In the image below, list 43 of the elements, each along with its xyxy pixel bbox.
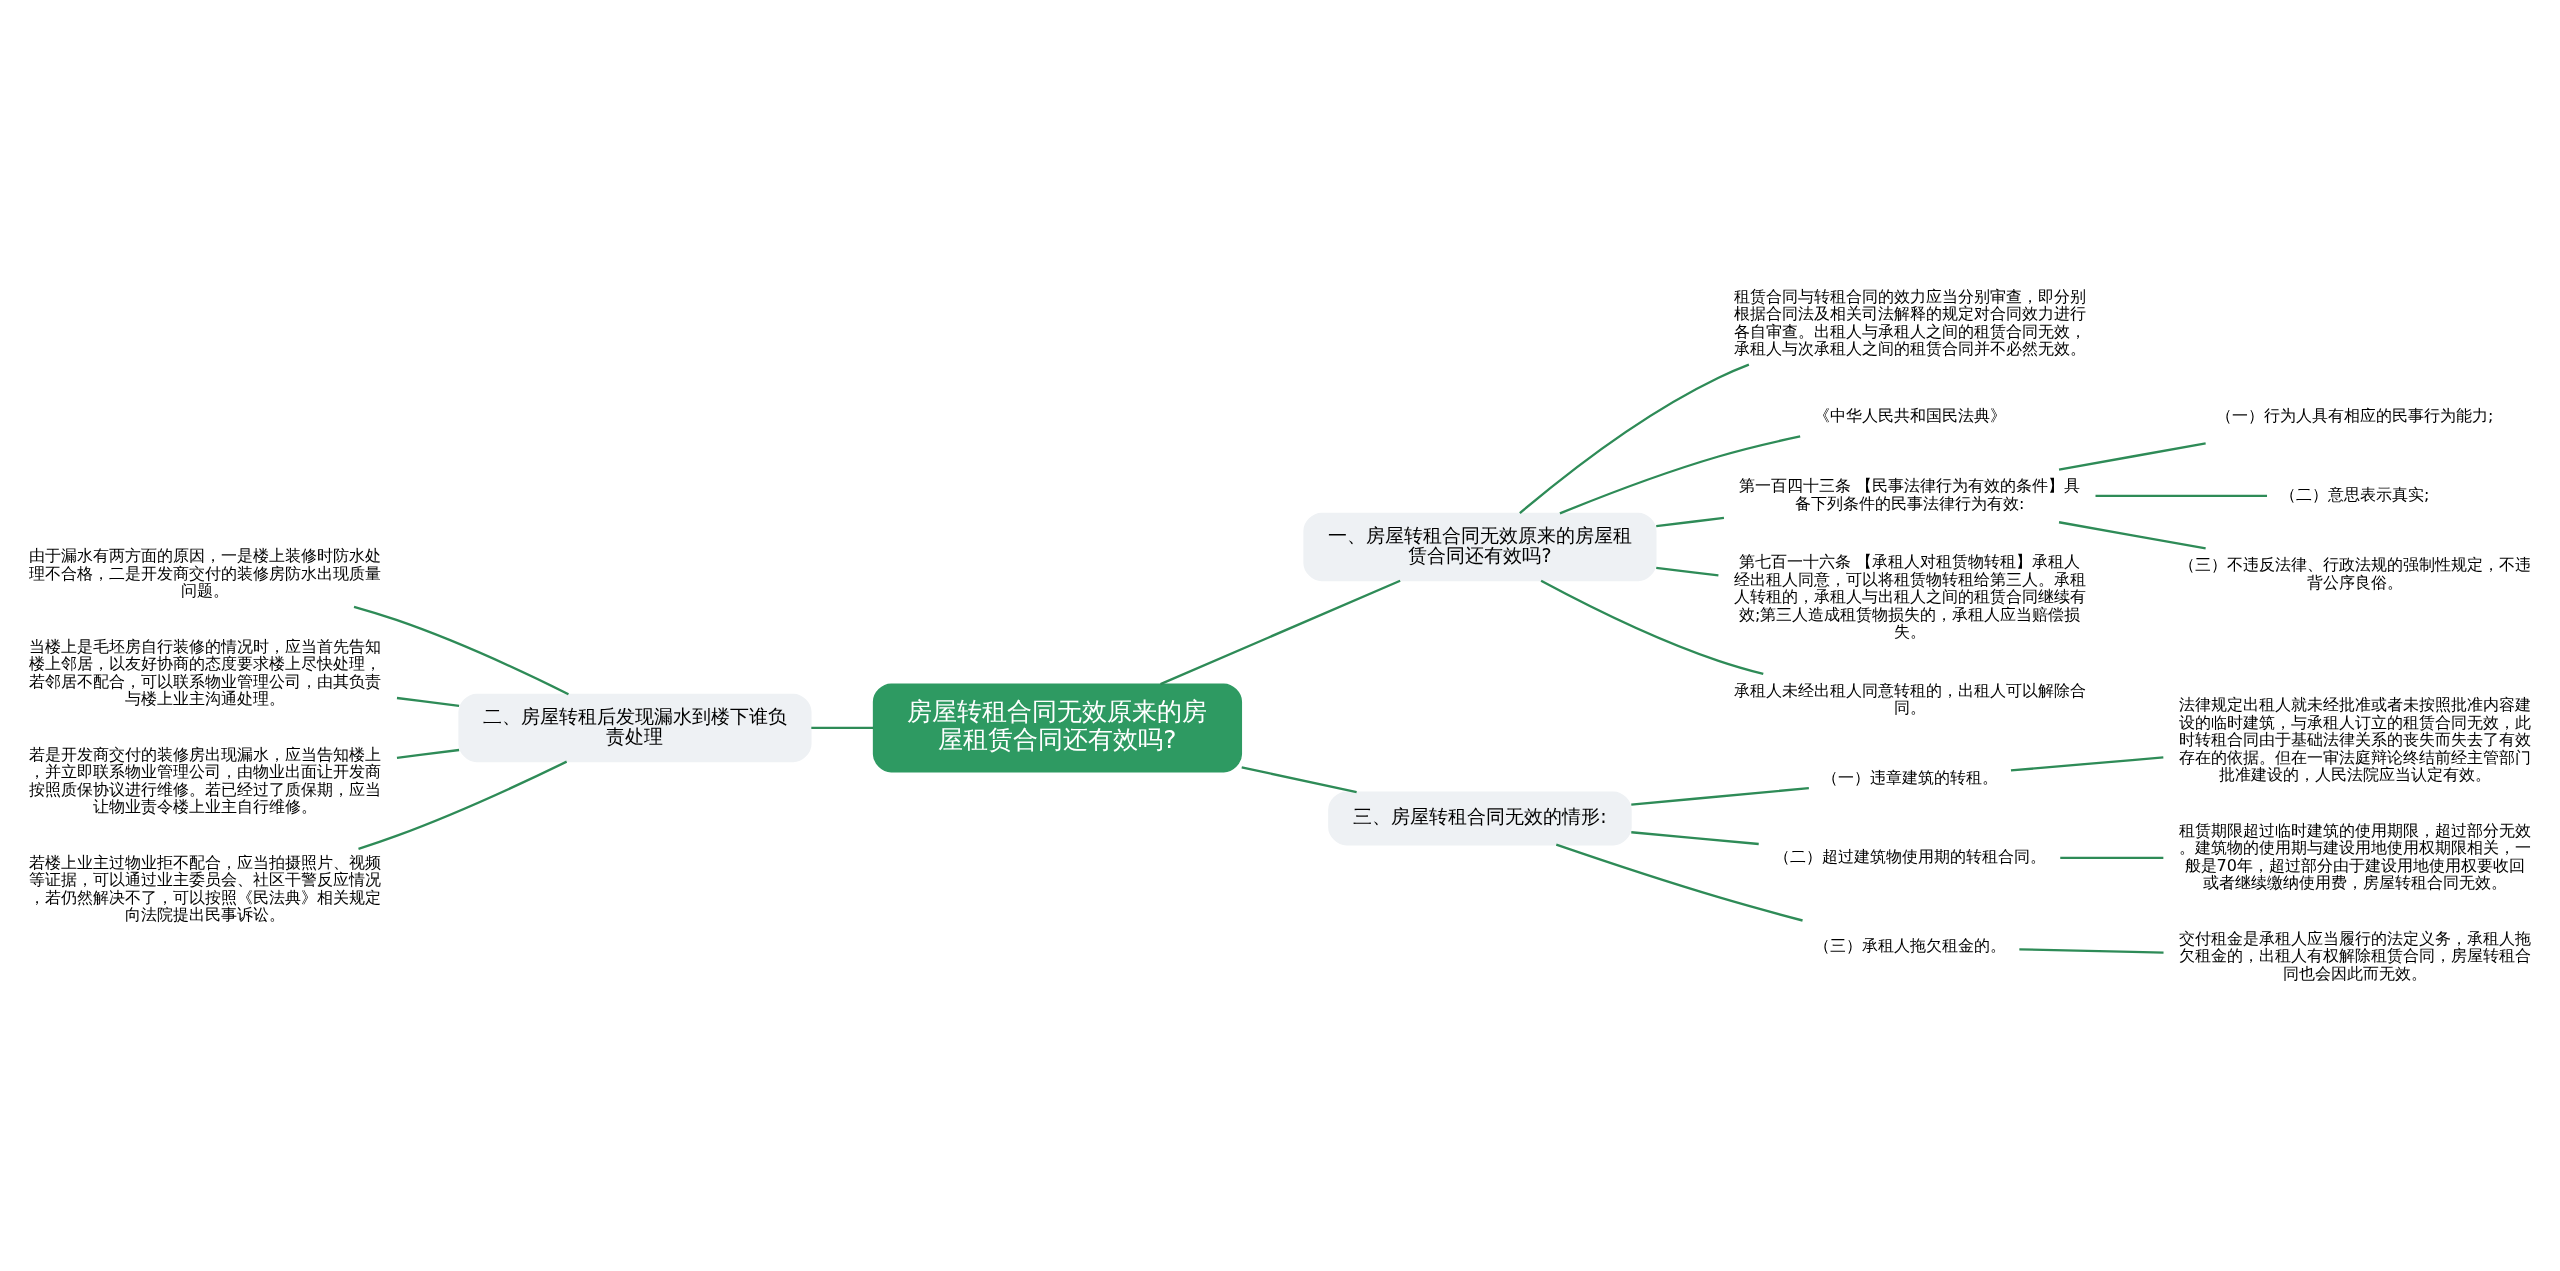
node-text: 法律规定出租人就未经批准或者未按照批准内容建设的临时建筑，与承租人订立的租赁合同无效，此时转租合同由于基础法律关系的丧失而失去了有效存在的依据。但在一审法庭辩论终结前经主管部门批准建设的，人民法院应当认定有效。 xyxy=(2178,694,2531,784)
node-text: 承租人未经出租人同意转租的，出租人可以解除合同。 xyxy=(1733,680,2086,717)
node-text: 交付租金是承租人应当履行的法定义务，承租人拖欠租金的，出租人有权解除租赁合同，房屋转租合同也会因此而无效。 xyxy=(2178,928,2531,983)
connector xyxy=(353,605,569,695)
node-text: （三）承租人拖欠租金的。 xyxy=(1813,935,2006,955)
node-text: 若楼上业主过物业拒不配合，应当拍摄照片、视频等证据，可以通过业主委员会、社区干警反应情况，若仍然解决不了，可以按照《民法典》相关规定向法院提出民事诉讼。 xyxy=(29,852,382,924)
connector xyxy=(811,726,874,729)
node-text: 《中华人民共和国民法典》 xyxy=(1813,405,2006,425)
node-text: （二）超过建筑物使用期的转租合同。 xyxy=(1773,846,2046,866)
connector xyxy=(1241,765,1357,793)
node-box: 房屋转租合同无效原来的房屋租赁合同还有效吗? xyxy=(872,682,1243,772)
connector xyxy=(396,748,460,759)
node-text: 当楼上是毛坯房自行装修的情况时，应当首先告知楼上邻居，以友好协商的态度要求楼上尽快处理，若邻居不配合，可以联系物业管理公司，由其负责与楼上业主沟通处理。 xyxy=(29,636,382,708)
node-text: （一）违章建筑的转租。 xyxy=(1821,767,1998,787)
node-text: 租赁合同与转租合同的效力应当分别审查，即分别根据合同法及相关司法解释的规定对合同效力进行各自审查。出租人与承租人之间的租赁合同无效，承租人与次承租人之间的租赁合同并不必然无效。 xyxy=(1733,286,2086,358)
connector xyxy=(2019,947,2164,954)
connector xyxy=(2095,494,2267,497)
node-box: 三、房屋转租合同无效的情形: xyxy=(1328,790,1632,845)
connector xyxy=(1555,843,1803,922)
node-text: 第七百一十六条 【承租人对租赁物转租】承租人经出租人同意，可以将租赁物转租给第三人。承租人转租的，承租人与出租人之间的租赁合同继续有效;第三人造成租赁物损失的，承租人应当赔偿损失。 xyxy=(1733,551,2086,641)
connector xyxy=(358,760,568,850)
node-box: 二、房屋转租后发现漏水到楼下谁负责处理 xyxy=(458,693,812,762)
connector xyxy=(2058,441,2206,471)
node-text: 第一百四十三条 【民事法律行为有效的条件】具备下列条件的民事法律行为有效: xyxy=(1739,475,2081,513)
node-text: 若是开发商交付的装修房出现漏水，应当告知楼上，并立即联系物业管理公司，由物业出面让开发商按照质保协议进行维修。若已经过了质保期，应当让物业责令楼上业主自行维修。 xyxy=(29,744,382,816)
connector xyxy=(1160,579,1401,685)
connector xyxy=(2010,755,2164,772)
connector xyxy=(2060,856,2164,859)
connector xyxy=(396,696,460,707)
node-box: 一、房屋转租合同无效原来的房屋租赁合同还有效吗? xyxy=(1303,512,1657,581)
connector xyxy=(1656,516,1725,527)
connector xyxy=(2058,520,2206,550)
node-text: 租赁期限超过临时建筑的使用期限，超过部分无效。建筑物的使用期与建设用地使用权期限相关，一般是70年，超过部分由于建设用地使用权要收回或者继续缴纳使用费，房屋转租合同无效。 xyxy=(2178,820,2531,892)
connector xyxy=(1540,579,1764,675)
connector xyxy=(1631,830,1759,845)
node-text: （一）行为人具有相应的民事行为能力; xyxy=(2216,405,2494,425)
connector xyxy=(1519,363,1750,514)
connector xyxy=(1559,434,1801,514)
node-text: 由于漏水有两方面的原因，一是楼上装修时防水处理不合格，二是开发商交付的装修房防水出现质量问题。 xyxy=(29,545,382,600)
node-text: （二）意思表示真实; xyxy=(2280,484,2430,504)
connector xyxy=(1656,566,1719,576)
node-text: （三）不违反法律、行政法规的强制性规定，不违背公序良俗。 xyxy=(2178,554,2531,592)
connector xyxy=(1631,786,1809,806)
